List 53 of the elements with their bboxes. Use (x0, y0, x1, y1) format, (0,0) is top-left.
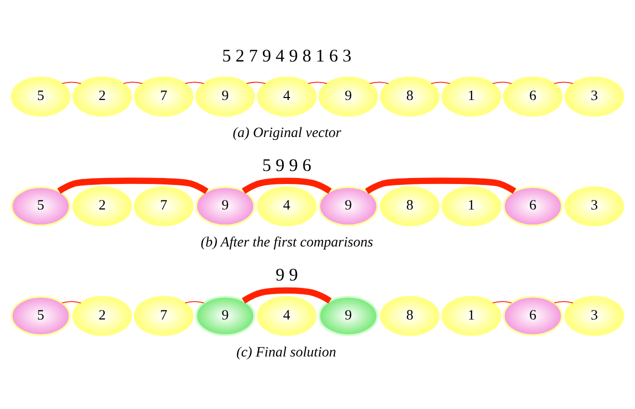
node-ellipse: 4 (256, 296, 317, 336)
node-ellipse: 3 (564, 76, 624, 117)
node-ellipse: 6 (502, 296, 563, 336)
node-ellipse: 1 (441, 76, 502, 117)
node-ellipse: 6 (502, 76, 563, 117)
label: 5 2 7 9 4 9 8 1 6 3 (222, 45, 352, 66)
node-ellipse: 1 (441, 296, 502, 336)
node-ellipse: 6 (502, 186, 563, 226)
node-ellipse: 4 (256, 76, 317, 117)
connector (369, 82, 389, 84)
node-ellipse: 5 (10, 296, 71, 336)
connector (430, 82, 450, 84)
connector (242, 287, 332, 304)
connector (242, 178, 332, 194)
node-ellipse: 5 (10, 186, 71, 226)
connector (554, 82, 574, 84)
connector (62, 301, 82, 304)
node-ellipse: 1 (441, 186, 502, 226)
node-ellipse: 8 (380, 296, 440, 336)
node-ellipse: 9 (195, 76, 256, 117)
label: 5 9 9 6 (262, 155, 312, 176)
node-ellipse: 9 (195, 296, 256, 336)
label: (c) Final solution (236, 344, 336, 360)
label: (a) Original vector (232, 125, 342, 142)
node-ellipse: 9 (318, 186, 378, 226)
node-ellipse: 8 (380, 76, 440, 117)
connector (123, 82, 143, 84)
node-ellipse: 9 (318, 76, 378, 117)
connector (308, 82, 328, 84)
node-ellipse: 2 (72, 186, 132, 226)
connector (57, 178, 208, 194)
connector (365, 178, 516, 194)
node-ellipse: 5 (10, 76, 71, 117)
connector (184, 301, 204, 304)
node-ellipse: 7 (134, 186, 194, 226)
connector (492, 82, 512, 84)
label: 9 9 (276, 264, 298, 285)
node-ellipse: 7 (134, 76, 194, 117)
node-ellipse: 3 (564, 186, 624, 226)
node-ellipse: 7 (134, 296, 194, 336)
node-ellipse: 8 (380, 186, 440, 226)
connector (246, 82, 266, 84)
node-ellipse: 3 (564, 296, 624, 336)
connector (554, 301, 574, 304)
node-ellipse: 9 (318, 296, 378, 336)
connector (62, 82, 82, 84)
connector (184, 82, 204, 84)
label: (b) After the first comparisons (200, 234, 374, 251)
node-ellipse: 9 (195, 186, 256, 226)
node-ellipse: 2 (72, 296, 132, 336)
node-ellipse: 2 (72, 76, 132, 117)
node-ellipse: 4 (256, 186, 317, 226)
connector (492, 301, 512, 304)
